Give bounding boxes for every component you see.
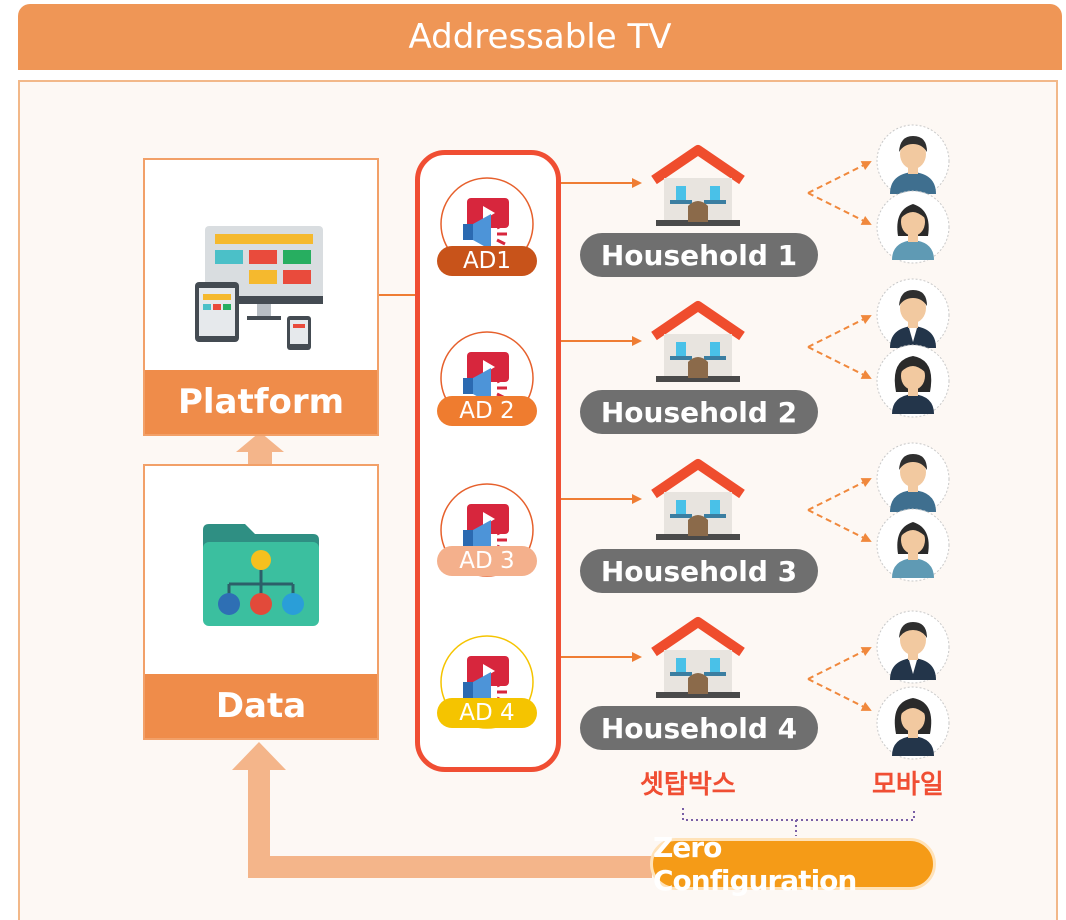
woman-avatar-icon <box>876 508 950 582</box>
multi-device-icon <box>195 226 323 350</box>
woman-avatar-icon <box>876 344 950 418</box>
ad-1: AD1 <box>437 176 537 276</box>
ad-1-label: AD1 <box>437 246 537 276</box>
house-icon <box>651 145 745 226</box>
dotted-bracket <box>682 808 915 836</box>
diagram-title: Addressable TV <box>18 4 1062 70</box>
data-label: Data <box>145 674 377 738</box>
ad-2-label: AD 2 <box>437 396 537 426</box>
house-icon <box>651 301 745 382</box>
data-card: Data <box>143 464 379 740</box>
man-avatar-icon <box>876 278 950 352</box>
ad-4-label: AD 4 <box>437 698 537 728</box>
ad-3: AD 3 <box>437 482 537 582</box>
data-to-platform-arrow <box>236 432 284 466</box>
household-2-label: Household 2 <box>580 390 818 434</box>
settopbox-label: 셋탑박스 <box>640 770 736 800</box>
household-3-label: Household 3 <box>580 549 818 593</box>
woman-avatar-icon <box>876 686 950 760</box>
woman-avatar-icon <box>876 190 950 264</box>
zero-configuration-badge: Zero Configuration <box>650 831 936 897</box>
household-1-label: Household 1 <box>580 233 818 277</box>
ad-3-label: AD 3 <box>437 546 537 576</box>
person-arrows <box>807 161 872 711</box>
household-4-label: Household 4 <box>580 706 818 750</box>
man-avatar-icon <box>876 610 950 684</box>
data-folder-icon <box>203 524 319 626</box>
zero-config-feedback-arrow <box>232 742 652 878</box>
house-icon <box>651 459 745 540</box>
man-avatar-icon <box>876 442 950 516</box>
ad-2: AD 2 <box>437 330 537 430</box>
ad-4: AD 4 <box>437 634 537 734</box>
man-avatar-icon <box>876 124 950 198</box>
mobile-label: 모바일 <box>872 770 944 800</box>
platform-label: Platform <box>145 370 377 434</box>
platform-card: Platform <box>143 158 379 436</box>
house-icon <box>651 617 745 698</box>
